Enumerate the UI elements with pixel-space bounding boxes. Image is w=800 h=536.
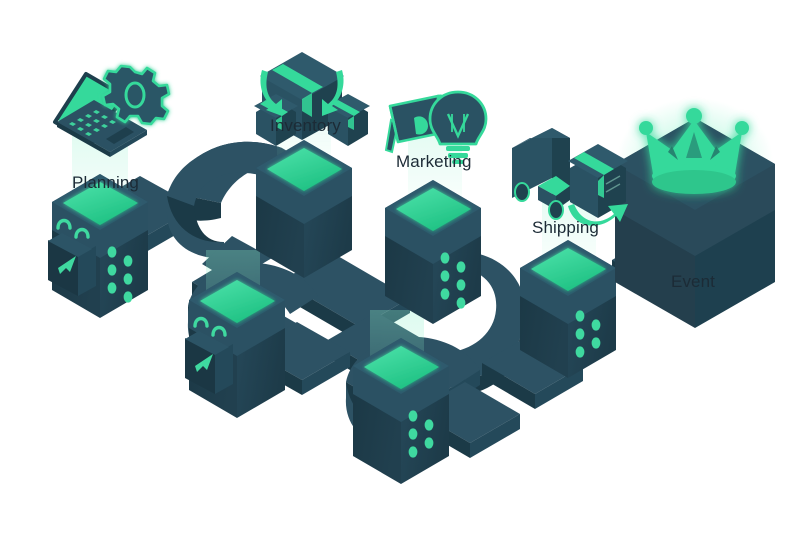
laptop-icon	[53, 72, 147, 157]
block-dots	[575, 310, 601, 358]
crown-icon	[639, 108, 749, 194]
parcel-box-icon	[568, 144, 628, 218]
shopping-bag-navigation-icon	[48, 218, 96, 296]
shopping-bag-navigation-icon	[185, 316, 233, 394]
block-shipping[interactable]	[520, 240, 616, 378]
lightbulb-icon	[428, 90, 488, 164]
step-label-shipping: Shipping	[532, 218, 599, 237]
delivery-truck-icon	[512, 128, 570, 220]
step-label-event: Event	[671, 272, 715, 291]
block-dots	[107, 246, 133, 303]
step-label-planning: Planning	[72, 173, 139, 192]
refresh-arrows-icon	[260, 70, 344, 116]
block-marketing[interactable]	[385, 180, 481, 324]
block-dots	[440, 252, 466, 309]
block-mid-left[interactable]	[185, 272, 285, 418]
step-label-marketing: Marketing	[396, 152, 472, 171]
block-bottom-center[interactable]	[353, 338, 449, 484]
curved-arrow-icon	[568, 204, 628, 226]
path-tile	[482, 335, 583, 409]
laptop-keyboard	[69, 110, 116, 136]
gear-icon	[101, 64, 171, 126]
step-label-inventory: Inventory	[270, 116, 341, 135]
block-dots	[408, 410, 434, 458]
block-inventory[interactable]	[256, 140, 352, 278]
block-planning[interactable]	[48, 174, 148, 318]
